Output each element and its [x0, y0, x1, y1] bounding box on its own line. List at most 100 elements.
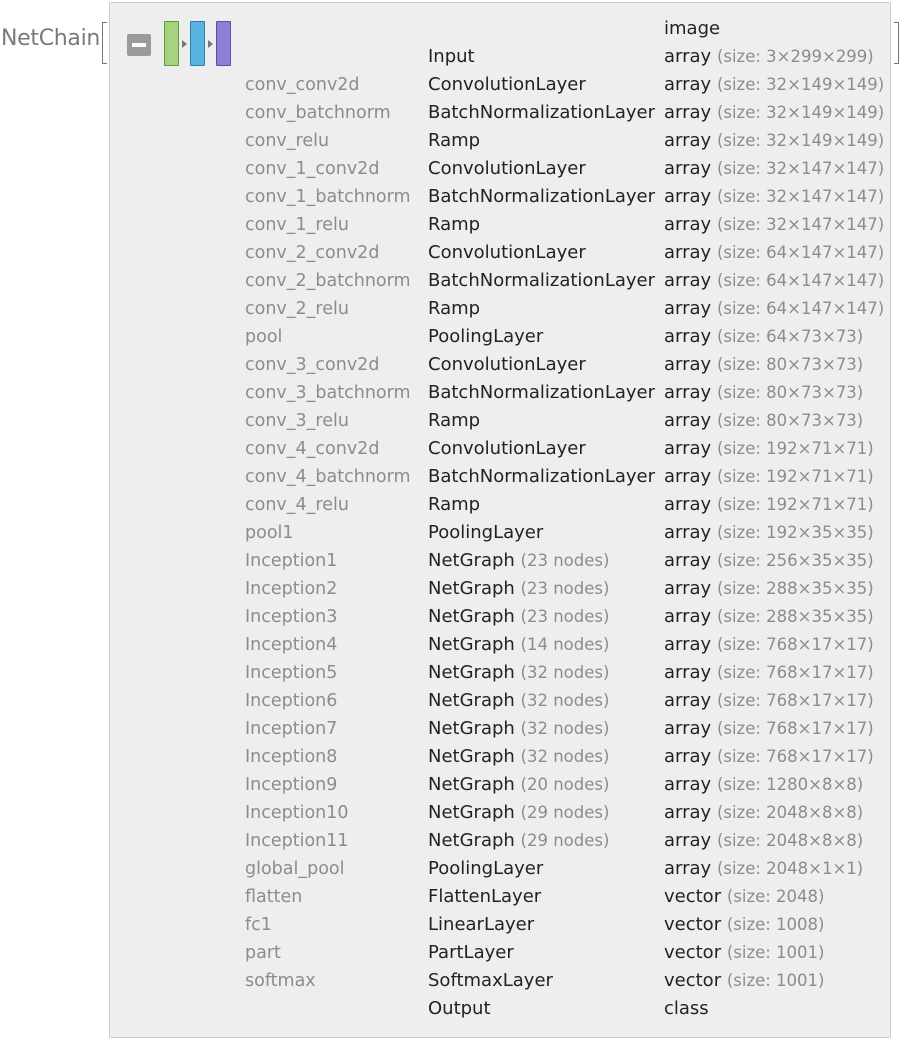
output-dimensions: (size: 288×35×35)	[716, 579, 874, 598]
layer-type-name: PartLayer	[428, 942, 514, 963]
output-kind: vector	[664, 914, 722, 935]
layer-output-spec: array (size: 288×35×35)	[664, 606, 874, 628]
layer-type: SoftmaxLayer	[428, 970, 553, 992]
layer-name: conv_1_conv2d	[245, 159, 380, 179]
layer-type-name: BatchNormalizationLayer	[428, 102, 656, 123]
output-dimensions: (size: 80×73×73)	[716, 355, 864, 374]
layer-output-spec: array (size: 768×17×17)	[664, 690, 874, 712]
layer-node-count: (32 nodes)	[520, 747, 610, 766]
layer-type-name: NetGraph	[428, 578, 515, 599]
output-dimensions: (size: 192×71×71)	[716, 495, 874, 514]
output-dimensions: (size: 2048)	[726, 887, 825, 906]
netchain-head: NetChain	[1, 26, 101, 51]
layer-type-name: ConvolutionLayer	[428, 158, 586, 179]
layer-output-spec: array (size: 192×71×71)	[664, 438, 874, 460]
output-dimensions: (size: 768×17×17)	[716, 747, 874, 766]
output-dimensions: (size: 768×17×17)	[716, 691, 874, 710]
layer-name: Inception7	[245, 719, 338, 739]
left-bracket	[102, 22, 107, 64]
output-kind: array	[664, 774, 712, 795]
input-port-spec: array (size: 3×299×299)	[664, 46, 874, 67]
layer-type: Ramp	[428, 298, 480, 320]
layer-output-spec: array (size: 32×149×149)	[664, 74, 884, 96]
layer-output-spec: array (size: 64×147×147)	[664, 242, 884, 264]
layer-name: pool1	[245, 523, 294, 543]
layer-type-name: Ramp	[428, 410, 481, 431]
layer-type-name: NetGraph	[428, 634, 515, 655]
layer-node-count: (32 nodes)	[520, 663, 610, 682]
output-kind: array	[664, 214, 712, 235]
layer-type-name: NetGraph	[428, 662, 515, 683]
layer-output-spec: array (size: 288×35×35)	[664, 578, 874, 600]
layer-output-spec: array (size: 192×71×71)	[664, 466, 874, 488]
layer-output-spec: vector (size: 1008)	[664, 914, 825, 936]
output-kind: array	[664, 494, 712, 515]
layer-node-count: (23 nodes)	[520, 607, 610, 626]
layer-type: ConvolutionLayer	[428, 438, 586, 460]
output-dimensions: (size: 32×147×147)	[716, 187, 885, 206]
layer-type-name: Ramp	[428, 214, 481, 235]
output-kind: array	[664, 690, 712, 711]
layer-type-name: PoolingLayer	[428, 522, 544, 543]
layer-type-name: BatchNormalizationLayer	[428, 270, 656, 291]
layer-type: BatchNormalizationLayer	[428, 466, 655, 488]
output-kind: vector	[664, 970, 722, 991]
output-dimensions: (size: 80×73×73)	[716, 383, 864, 402]
layer-type: NetGraph (23 nodes)	[428, 550, 609, 572]
output-dimensions: (size: 1001)	[726, 971, 825, 990]
layer-name: conv_conv2d	[245, 75, 360, 95]
layer-node-count: (32 nodes)	[520, 719, 610, 738]
netchain-summary-panel: image Input array (size: 3×299×299) conv…	[109, 2, 891, 1038]
layer-output-spec: array (size: 1280×8×8)	[664, 774, 863, 796]
layer-name: softmax	[245, 971, 316, 991]
output-dimensions: (size: 32×149×149)	[716, 131, 885, 150]
layer-type: ConvolutionLayer	[428, 242, 586, 264]
layer-type-name: Ramp	[428, 494, 481, 515]
layer-type: NetGraph (32 nodes)	[428, 690, 609, 712]
layer-output-spec: array (size: 32×147×147)	[664, 186, 884, 208]
output-kind: array	[664, 522, 712, 543]
layer-type-name: PoolingLayer	[428, 858, 544, 879]
layer-output-spec: array (size: 32×147×147)	[664, 158, 884, 180]
layer-output-spec: array (size: 768×17×17)	[664, 746, 874, 768]
layer-type: NetGraph (32 nodes)	[428, 718, 609, 740]
layer-type: PoolingLayer	[428, 326, 543, 348]
layer-type-name: BatchNormalizationLayer	[428, 382, 656, 403]
output-type-header: image	[664, 18, 721, 39]
layer-name: Inception2	[245, 579, 338, 599]
input-port-label: Input	[428, 46, 475, 67]
output-kind: array	[664, 466, 712, 487]
layer-type: ConvolutionLayer	[428, 158, 586, 180]
layer-output-spec: array (size: 32×149×149)	[664, 102, 884, 124]
layer-type: PoolingLayer	[428, 858, 543, 880]
layer-type: NetGraph (32 nodes)	[428, 662, 609, 684]
layer-output-spec: array (size: 768×17×17)	[664, 634, 874, 656]
layer-type-name: ConvolutionLayer	[428, 242, 586, 263]
output-dimensions: (size: 768×17×17)	[716, 663, 874, 682]
output-dimensions: (size: 64×147×147)	[716, 299, 885, 318]
layer-node-count: (14 nodes)	[520, 635, 610, 654]
output-dimensions: (size: 32×147×147)	[716, 159, 885, 178]
layer-type-name: PoolingLayer	[428, 326, 544, 347]
output-kind: array	[664, 102, 712, 123]
layer-type: BatchNormalizationLayer	[428, 382, 655, 404]
output-dimensions: (size: 192×35×35)	[716, 523, 874, 542]
layer-type: NetGraph (20 nodes)	[428, 774, 609, 796]
output-dimensions: (size: 768×17×17)	[716, 635, 874, 654]
layer-type-name: NetGraph	[428, 830, 515, 851]
layer-output-spec: vector (size: 2048)	[664, 886, 825, 908]
output-kind: array	[664, 410, 712, 431]
layer-output-spec: array (size: 2048×1×1)	[664, 858, 863, 880]
collapse-icon[interactable]	[127, 34, 151, 56]
layer-output-spec: array (size: 768×17×17)	[664, 718, 874, 740]
layer-type-name: ConvolutionLayer	[428, 438, 586, 459]
output-dimensions: (size: 2048×8×8)	[716, 803, 864, 822]
layer-node-count: (20 nodes)	[520, 775, 610, 794]
layer-type: ConvolutionLayer	[428, 354, 586, 376]
output-dimensions: (size: 80×73×73)	[716, 411, 864, 430]
layer-name: part	[245, 943, 281, 963]
layer-output-spec: array (size: 80×73×73)	[664, 410, 863, 432]
layer-output-spec: array (size: 256×35×35)	[664, 550, 874, 572]
layer-output-spec: vector (size: 1001)	[664, 942, 825, 964]
output-dimensions: (size: 256×35×35)	[716, 551, 874, 570]
